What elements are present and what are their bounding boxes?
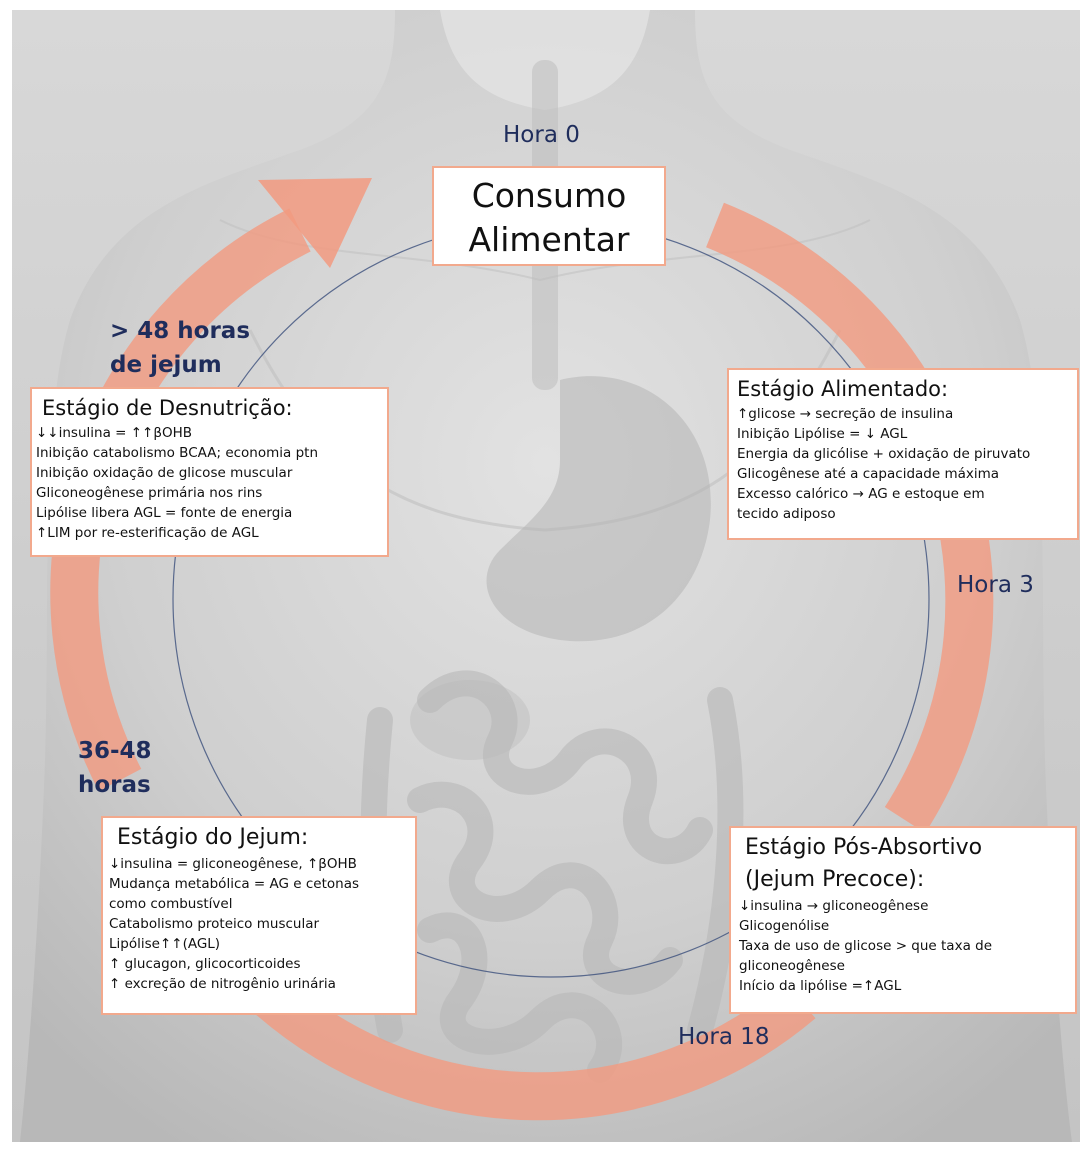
list-item: ↓insulina → gliconeogênese bbox=[739, 896, 1067, 916]
list-item: Taxa de uso de glicose > que taxa de bbox=[739, 936, 1067, 956]
list-item: Glicogênese até a capacidade máxima bbox=[737, 464, 1069, 484]
list-item: Glicogenólise bbox=[739, 916, 1067, 936]
list-item: Inibição oxidação de glicose muscular bbox=[36, 463, 383, 483]
label-48-line2: de jejum bbox=[110, 350, 222, 380]
list-item: Início da lipólise =↑AGL bbox=[739, 976, 1067, 996]
stage-jejum-box: Estágio do Jejum: ↓insulina = gliconeogê… bbox=[101, 816, 417, 1015]
stage-alimentado-list: ↑glicose → secreção de insulina Inibição… bbox=[737, 404, 1069, 524]
label-36-48-line1: 36-48 bbox=[78, 736, 152, 766]
list-item: ↑ glucagon, glicocorticoides bbox=[109, 954, 409, 974]
stage-pos-absortivo-list: ↓insulina → gliconeogênese Glicogenólise… bbox=[739, 896, 1067, 996]
list-item: ↑LIM por re-esterificação de AGL bbox=[36, 523, 383, 543]
stage-pos-absortivo-title-line1: Estágio Pós-Absortivo bbox=[739, 832, 1067, 864]
stage-alimentado-title: Estágio Alimentado: bbox=[737, 374, 1069, 404]
stage-jejum-list: ↓insulina = gliconeogênese, ↑βOHB Mudanç… bbox=[109, 854, 409, 994]
label-hora-0: Hora 0 bbox=[503, 120, 580, 150]
stage-desnutricao-title: Estágio de Desnutrição: bbox=[36, 393, 383, 423]
list-item: ↓↓insulina = ↑↑βOHB bbox=[36, 423, 383, 443]
label-36-48-line2: horas bbox=[78, 770, 151, 800]
stage-desnutricao-list: ↓↓insulina = ↑↑βOHB Inibição catabolismo… bbox=[36, 423, 383, 543]
stage-pos-absortivo-title-line2: (Jejum Precoce): bbox=[739, 864, 1067, 896]
consumo-title-line2: Alimentar bbox=[434, 218, 664, 262]
label-hora-3: Hora 3 bbox=[957, 570, 1034, 600]
list-item: Gliconeogênese primária nos rins bbox=[36, 483, 383, 503]
list-item: ↑ excreção de nitrogênio urinária bbox=[109, 974, 409, 994]
stage-jejum-title: Estágio do Jejum: bbox=[109, 822, 409, 854]
consumo-alimentar-box: Consumo Alimentar bbox=[432, 166, 666, 266]
list-item: Inibição Lipólise = ↓ AGL bbox=[737, 424, 1069, 444]
stage-alimentado-box: Estágio Alimentado: ↑glicose → secreção … bbox=[727, 368, 1079, 540]
list-item: gliconeogênese bbox=[739, 956, 1067, 976]
list-item: Inibição catabolismo BCAA; economia ptn bbox=[36, 443, 383, 463]
list-item: Mudança metabólica = AG e cetonas bbox=[109, 874, 409, 894]
list-item: Lipólise libera AGL = fonte de energia bbox=[36, 503, 383, 523]
list-item: Lipólise↑↑(AGL) bbox=[109, 934, 409, 954]
consumo-title-line1: Consumo bbox=[434, 174, 664, 218]
list-item: tecido adiposo bbox=[737, 504, 1069, 524]
stage-pos-absortivo-box: Estágio Pós-Absortivo (Jejum Precoce): ↓… bbox=[729, 826, 1077, 1014]
list-item: ↑glicose → secreção de insulina bbox=[737, 404, 1069, 424]
list-item: ↓insulina = gliconeogênese, ↑βOHB bbox=[109, 854, 409, 874]
label-hora-18: Hora 18 bbox=[678, 1022, 770, 1052]
stage-desnutricao-box: Estágio de Desnutrição: ↓↓insulina = ↑↑β… bbox=[30, 387, 389, 557]
list-item: Catabolismo proteico muscular bbox=[109, 914, 409, 934]
list-item: Excesso calórico → AG e estoque em bbox=[737, 484, 1069, 504]
label-48-line1: > 48 horas bbox=[110, 316, 250, 346]
list-item: Energia da glicólise + oxidação de piruv… bbox=[737, 444, 1069, 464]
list-item: como combustível bbox=[109, 894, 409, 914]
